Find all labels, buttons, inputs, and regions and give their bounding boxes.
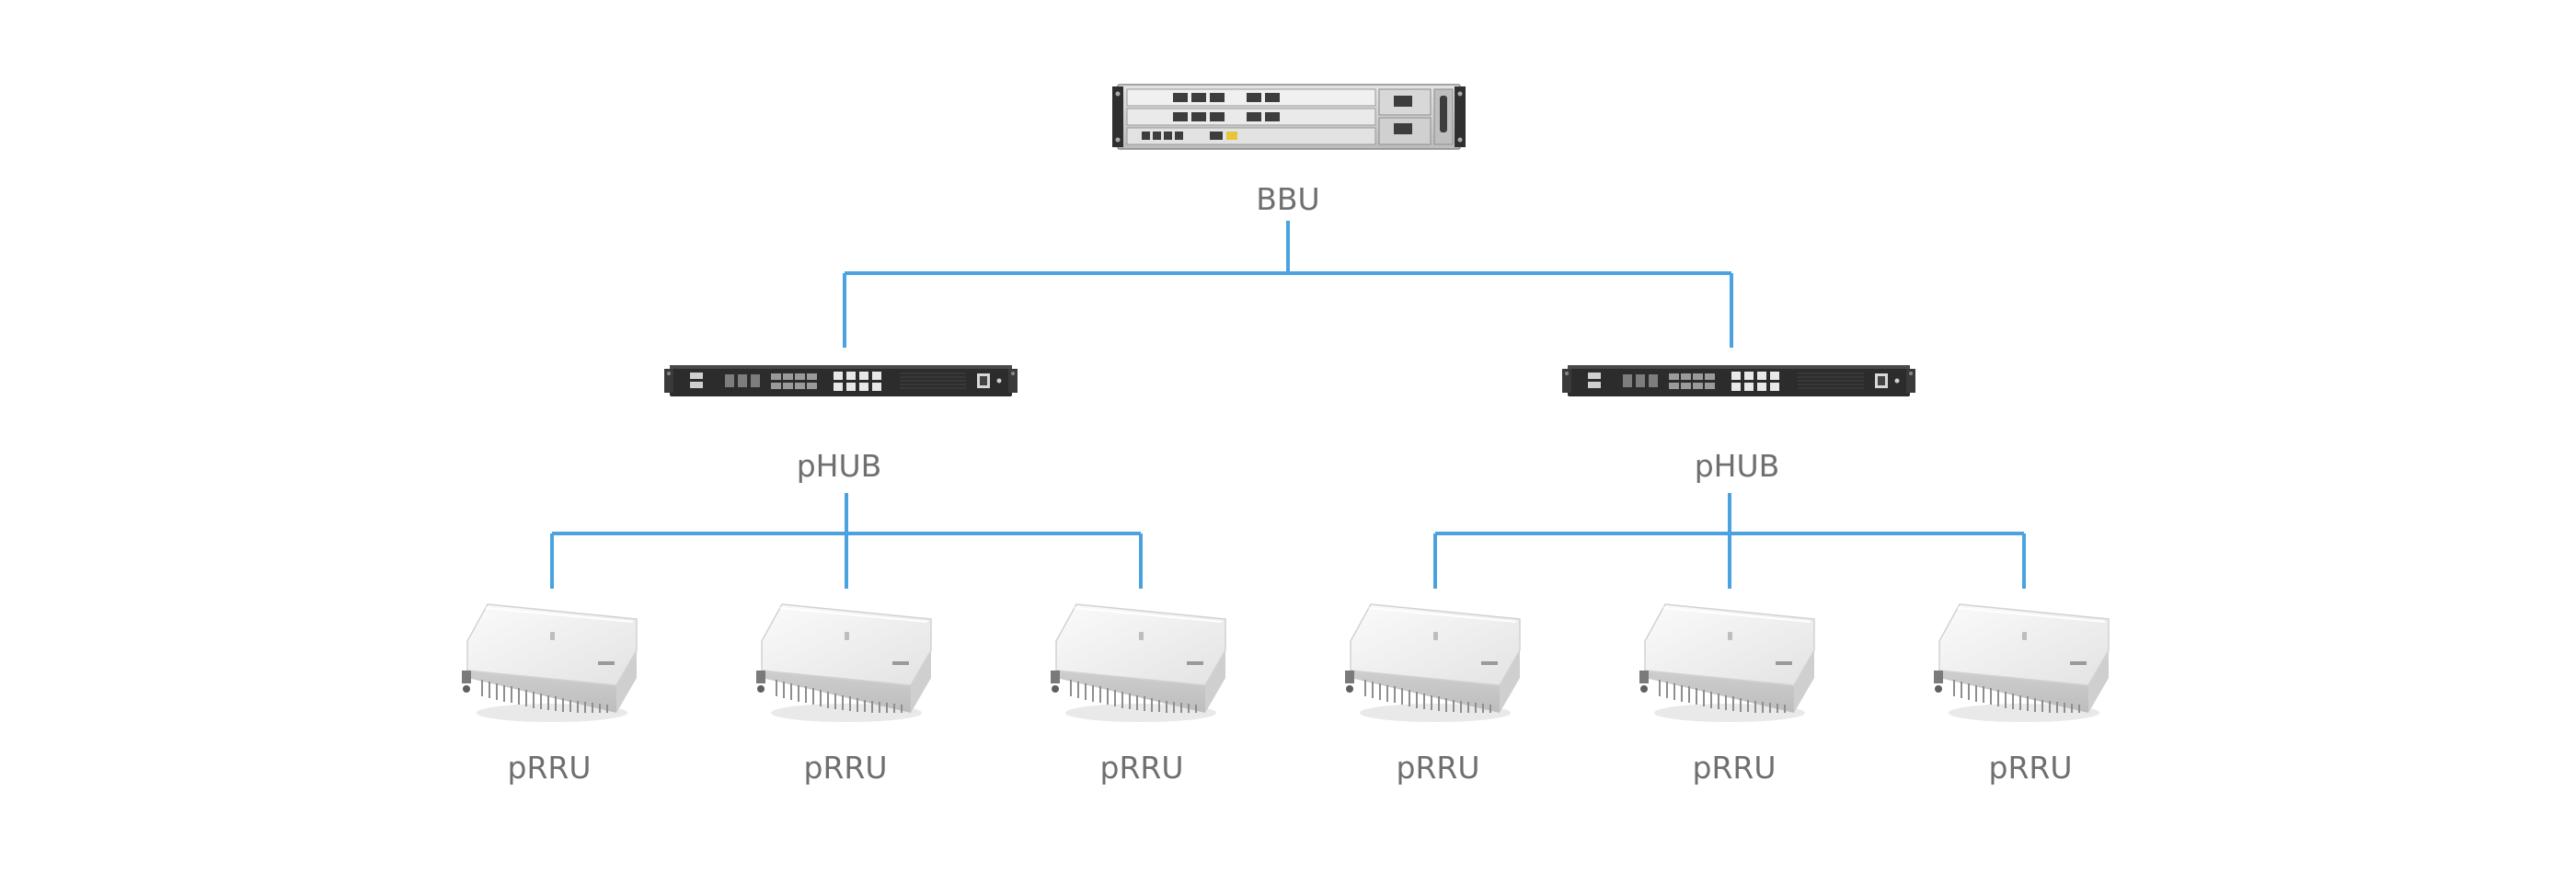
bbu-label: BBU — [1256, 181, 1320, 217]
edge-bbu-phub — [843, 221, 1733, 348]
edge-phub1-prru — [550, 493, 1143, 589]
prru-device — [1639, 603, 1815, 723]
prru-device — [1933, 603, 2110, 723]
prru-label: pRRU — [803, 750, 888, 786]
bbu-device — [1112, 84, 1466, 150]
prru-device — [1344, 603, 1521, 723]
prru-label: pRRU — [507, 750, 592, 786]
prru-label: pRRU — [1396, 750, 1480, 786]
edge-phub2-prru — [1433, 493, 2026, 589]
phub-device — [663, 364, 1018, 397]
prru-label: pRRU — [1099, 750, 1184, 786]
prru-label: pRRU — [1988, 750, 2073, 786]
phub-label: pHUB — [796, 448, 882, 484]
prru-device — [1050, 603, 1226, 723]
prru-device — [461, 603, 638, 723]
phub-label: pHUB — [1694, 448, 1780, 484]
prru-device — [755, 603, 932, 723]
connector-lines — [550, 221, 2026, 589]
phub-device — [1561, 364, 1916, 397]
prru-label: pRRU — [1692, 750, 1777, 786]
